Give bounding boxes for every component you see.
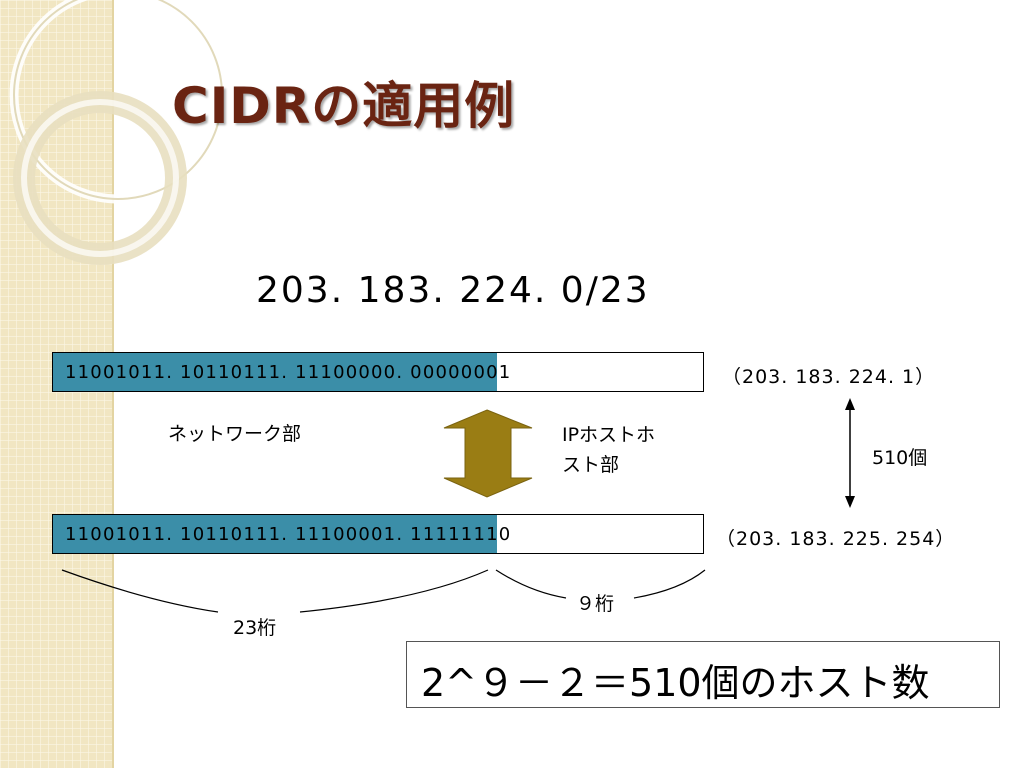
last-address-box: 11001011. 10110111. 11100001. 11111110 — [52, 514, 704, 554]
host-brace-left — [495, 569, 567, 599]
network-bits-label: 23桁 — [233, 617, 277, 639]
result-box: 2^９－２＝510個のホスト数 — [406, 641, 1000, 708]
double-arrow-icon — [443, 409, 533, 498]
network-bits-highlight — [53, 515, 497, 553]
slide-title: CIDRの適用例 — [172, 77, 516, 135]
arrow-up-icon — [845, 398, 855, 410]
arrow-down-icon — [845, 496, 855, 508]
host-count-label: 510個 — [872, 447, 928, 469]
first-address-decimal: （203. 183. 224. 1） — [722, 366, 936, 388]
network-brace-left — [61, 569, 219, 613]
network-bits-highlight — [53, 353, 497, 391]
last-address-decimal: （203. 183. 225. 254） — [716, 528, 956, 550]
first-address-box: 11001011. 10110111. 11100000. 00000001 — [52, 352, 704, 392]
last-address-binary: 11001011. 10110111. 11100001. 11111110 — [65, 524, 512, 545]
host-bits-label: ９桁 — [576, 593, 615, 615]
host-part-label-line1: IPホストホ — [562, 424, 656, 446]
host-count-formula: 2^９－２＝510個のホスト数 — [421, 661, 930, 705]
host-brace-right — [633, 569, 706, 599]
network-brace-right — [299, 569, 489, 613]
cidr-notation: 203. 183. 224. 0/23 — [256, 270, 650, 311]
host-part-label-line2: スト部 — [562, 454, 620, 476]
network-part-label: ネットワーク部 — [168, 423, 302, 445]
first-address-binary: 11001011. 10110111. 11100000. 00000001 — [65, 362, 512, 383]
